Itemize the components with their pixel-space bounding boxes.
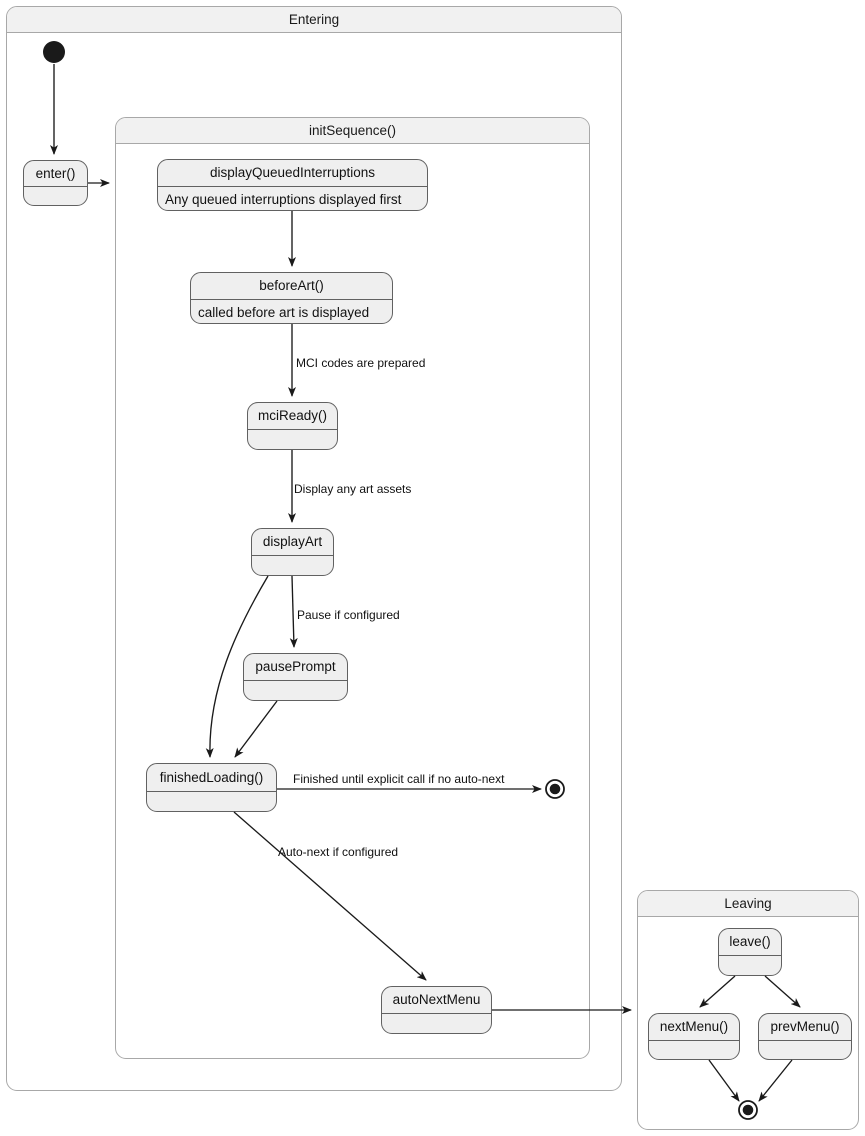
- state-auto-next-menu-divider: [382, 1013, 491, 1014]
- final-state-node-entering[interactable]: [545, 779, 565, 799]
- state-auto-next-menu-name: autoNextMenu: [392, 992, 481, 1007]
- transition-display-art-to-pause-prompt: [289, 575, 298, 648]
- transition-label-display-art-assets: Display any art assets: [294, 482, 412, 496]
- state-display-art-name: displayArt: [262, 534, 323, 549]
- transition-finished-loading-to-auto-next-menu: [233, 811, 427, 981]
- composite-state-init-sequence[interactable]: initSequence(): [115, 117, 590, 1059]
- state-mci-ready-divider: [248, 429, 337, 430]
- state-before-art[interactable]: beforeArt() called before art is display…: [190, 272, 393, 324]
- transition-label-finished-until-explicit-call: Finished until explicit call if no auto-…: [293, 772, 505, 786]
- state-display-art-divider: [252, 555, 333, 556]
- state-mci-ready-name: mciReady(): [257, 408, 327, 423]
- state-pause-prompt[interactable]: pausePrompt: [243, 653, 348, 701]
- final-state-node-leaving[interactable]: [738, 1100, 758, 1120]
- state-next-menu[interactable]: nextMenu(): [648, 1013, 740, 1060]
- transition-label-auto-next-if-configured: Auto-next if configured: [278, 845, 399, 859]
- state-before-art-divider: [191, 299, 392, 300]
- transition-label-pause-if-configured: Pause if configured: [297, 608, 400, 622]
- transition-prev-menu-to-final: [758, 1059, 793, 1102]
- transition-leave-to-prev-menu: [764, 975, 801, 1008]
- state-finished-loading[interactable]: finishedLoading(): [146, 763, 277, 812]
- transition-pause-prompt-to-finished-loading: [234, 700, 278, 758]
- state-pause-prompt-name: pausePrompt: [255, 659, 336, 674]
- state-prev-menu-name: prevMenu(): [770, 1019, 840, 1034]
- state-leave-name: leave(): [729, 934, 771, 949]
- state-before-art-name: beforeArt(): [259, 278, 324, 293]
- state-pause-prompt-divider: [244, 680, 347, 681]
- state-display-queued-interruptions-body: Any queued interruptions displayed first: [165, 192, 402, 207]
- state-prev-menu-divider: [759, 1040, 851, 1041]
- state-display-queued-interruptions[interactable]: displayQueuedInterruptions Any queued in…: [157, 159, 428, 211]
- initial-state-node[interactable]: [43, 41, 65, 63]
- state-auto-next-menu[interactable]: autoNextMenu: [381, 986, 492, 1034]
- state-before-art-body: called before art is displayed: [198, 305, 370, 320]
- state-mci-ready[interactable]: mciReady(): [247, 402, 338, 450]
- composite-state-leaving[interactable]: Leaving: [637, 890, 859, 1130]
- state-finished-loading-divider: [147, 791, 276, 792]
- composite-state-init-sequence-title: initSequence(): [116, 118, 589, 144]
- state-display-art[interactable]: displayArt: [251, 528, 334, 576]
- state-finished-loading-name: finishedLoading(): [159, 770, 264, 785]
- state-next-menu-divider: [649, 1040, 739, 1041]
- composite-state-leaving-title: Leaving: [638, 891, 858, 917]
- transition-next-menu-to-final: [708, 1059, 740, 1102]
- state-next-menu-name: nextMenu(): [659, 1019, 729, 1034]
- state-enter-divider: [24, 186, 87, 187]
- transition-display-art-to-finished-loading: [205, 575, 269, 758]
- state-leave-divider: [719, 955, 781, 956]
- transition-label-mci-codes-prepared: MCI codes are prepared: [296, 356, 426, 370]
- state-display-queued-interruptions-name: displayQueuedInterruptions: [209, 165, 376, 180]
- state-prev-menu[interactable]: prevMenu(): [758, 1013, 852, 1060]
- state-display-queued-interruptions-divider: [158, 186, 427, 187]
- composite-state-entering-title: Entering: [7, 7, 621, 33]
- state-enter-name: enter(): [35, 166, 76, 181]
- state-leave[interactable]: leave(): [718, 928, 782, 976]
- state-enter[interactable]: enter(): [23, 160, 88, 206]
- transition-leave-to-next-menu: [699, 975, 736, 1008]
